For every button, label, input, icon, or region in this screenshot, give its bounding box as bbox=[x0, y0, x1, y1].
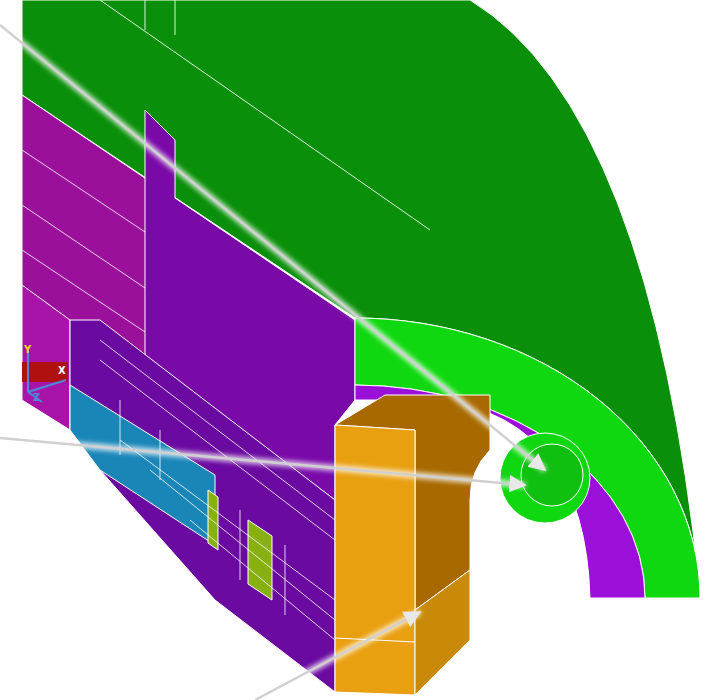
leader-line bbox=[0, 25, 545, 700]
axis-label: Z bbox=[33, 393, 40, 403]
axis-label: Y bbox=[24, 345, 31, 355]
lower-face bbox=[70, 320, 335, 692]
mesh-lines bbox=[22, 150, 335, 640]
collar-front bbox=[335, 425, 415, 695]
yoke-side bbox=[22, 95, 355, 692]
axis-label: X bbox=[58, 366, 66, 376]
axis-lines bbox=[28, 350, 66, 402]
beam-bore bbox=[521, 444, 583, 506]
coil-spacer bbox=[208, 490, 218, 550]
step-face bbox=[22, 285, 70, 430]
coil-spacer bbox=[248, 520, 272, 600]
collar-side bbox=[415, 570, 470, 695]
leader-glow bbox=[0, 25, 545, 700]
coil-block bbox=[70, 385, 215, 545]
